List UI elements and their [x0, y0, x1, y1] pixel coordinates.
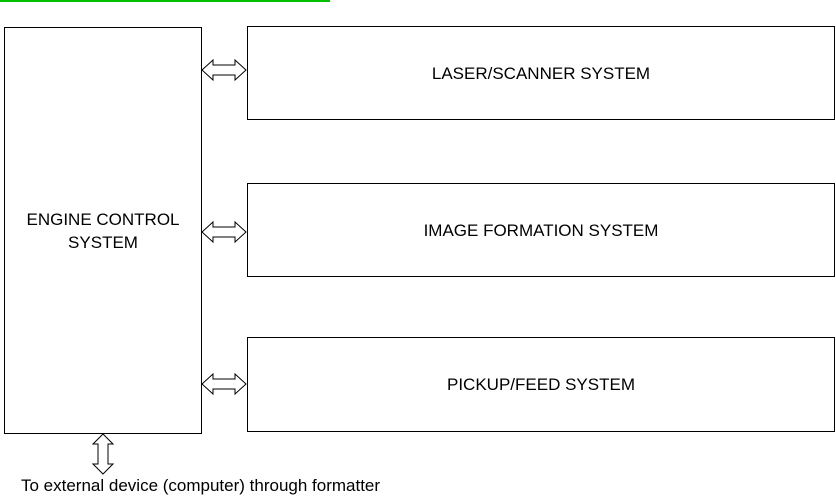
pickup-feed-system-box: PICKUP/FEED SYSTEM — [247, 337, 835, 432]
image-formation-system-box: IMAGE FORMATION SYSTEM — [247, 183, 835, 277]
pickup-feed-connector-arrow-icon — [201, 372, 247, 396]
engine-control-system-box: ENGINE CONTROL SYSTEM — [4, 27, 202, 434]
pickup-feed-system-label: PICKUP/FEED SYSTEM — [447, 375, 635, 394]
laser-connector-arrow-icon — [201, 58, 247, 82]
image-formation-connector-arrow-icon — [201, 220, 247, 244]
engine-control-system-label: ENGINE CONTROL SYSTEM — [26, 209, 180, 252]
laser-scanner-system-label: LASER/SCANNER SYSTEM — [431, 63, 651, 83]
laser-scanner-system-box: LASER/SCANNER SYSTEM — [247, 26, 835, 120]
image-formation-system-label: IMAGE FORMATION SYSTEM — [423, 220, 659, 240]
top-accent-rule — [0, 0, 330, 2]
external-connector-arrow-icon — [91, 433, 115, 475]
external-device-caption: To external device (computer) through fo… — [21, 476, 381, 495]
